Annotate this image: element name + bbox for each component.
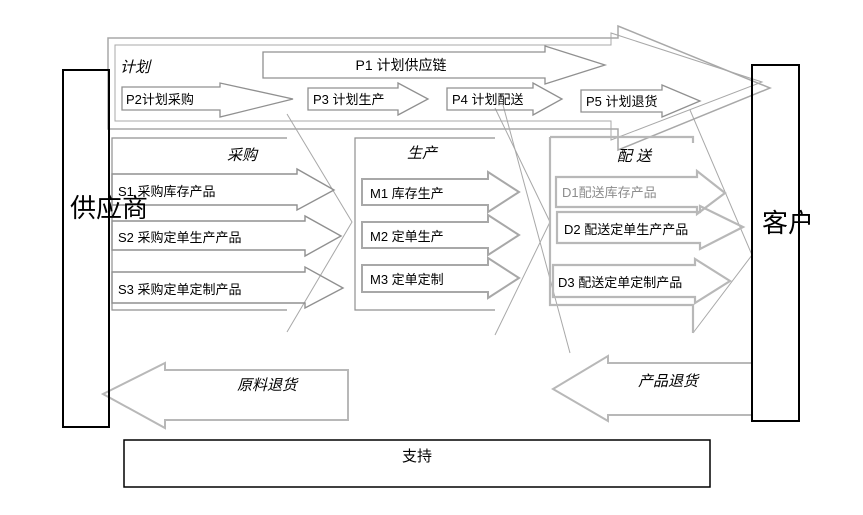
product-return-label: 产品退货	[638, 373, 700, 390]
s2-label: S2 采购定单生产产品	[118, 230, 242, 245]
customer-label: 客户	[762, 208, 814, 238]
make-section-label: 生产	[407, 145, 439, 162]
deliver-section-frame	[548, 135, 695, 333]
d2-label: D2 配送定单生产产品	[564, 222, 688, 237]
p1-arrow	[262, 45, 608, 85]
material-return-arrow	[100, 361, 349, 430]
fan-line	[502, 104, 571, 354]
d1-arrow	[554, 168, 727, 217]
p5-label: P5 计划退货	[586, 94, 658, 109]
product-return-arrow	[551, 354, 753, 423]
supplier-box	[62, 69, 110, 428]
support-box	[123, 439, 711, 488]
s1-arrow	[111, 167, 336, 212]
support-label: 支持	[402, 448, 432, 465]
p4-label: P4 计划配送	[452, 92, 524, 107]
d2-arrow	[555, 204, 746, 251]
p5-arrow	[580, 84, 702, 118]
p4-arrow	[446, 81, 564, 117]
m1-arrow	[361, 170, 521, 214]
p3-arrow	[307, 81, 430, 117]
material-return-label: 原料退货	[237, 377, 299, 394]
s3-arrow	[111, 265, 345, 310]
d3-arrow	[551, 257, 733, 305]
p2-arrow	[121, 82, 294, 118]
return-arrows	[100, 354, 753, 430]
s2-arrow	[111, 214, 343, 258]
supplier-label: 供应商	[70, 193, 148, 223]
make-section-frame	[354, 137, 495, 311]
m2-arrow	[361, 213, 521, 257]
d1-label: D1配送库存产品	[562, 185, 657, 200]
deliver-section-label: 配 送	[617, 148, 653, 165]
plan-arrows	[121, 45, 702, 118]
chevron-source-make	[286, 113, 353, 333]
chevron-make-deliver	[494, 107, 551, 336]
make-arrows	[361, 170, 521, 300]
s3-label: S3 采购定单定制产品	[118, 282, 242, 297]
customer-box	[751, 64, 800, 422]
plan-section-label: 计划	[120, 59, 152, 76]
p2-label: P2计划采购	[126, 92, 194, 107]
m3-label: M3 定单定制	[370, 272, 444, 287]
p3-label: P3 计划生产	[313, 92, 385, 107]
source-arrows	[111, 167, 345, 310]
m1-label: M1 库存生产	[370, 186, 444, 201]
p1-label: P1 计划供应链	[355, 57, 446, 73]
s1-label: S1 采购库存产品	[118, 184, 216, 199]
deliver-arrows	[551, 168, 746, 305]
m3-arrow	[361, 256, 521, 300]
m2-label: M2 定单生产	[370, 229, 444, 244]
plan-big-arrow-inner	[114, 32, 764, 141]
source-section-label: 采购	[227, 147, 259, 164]
d3-label: D3 配送定单定制产品	[558, 275, 682, 290]
